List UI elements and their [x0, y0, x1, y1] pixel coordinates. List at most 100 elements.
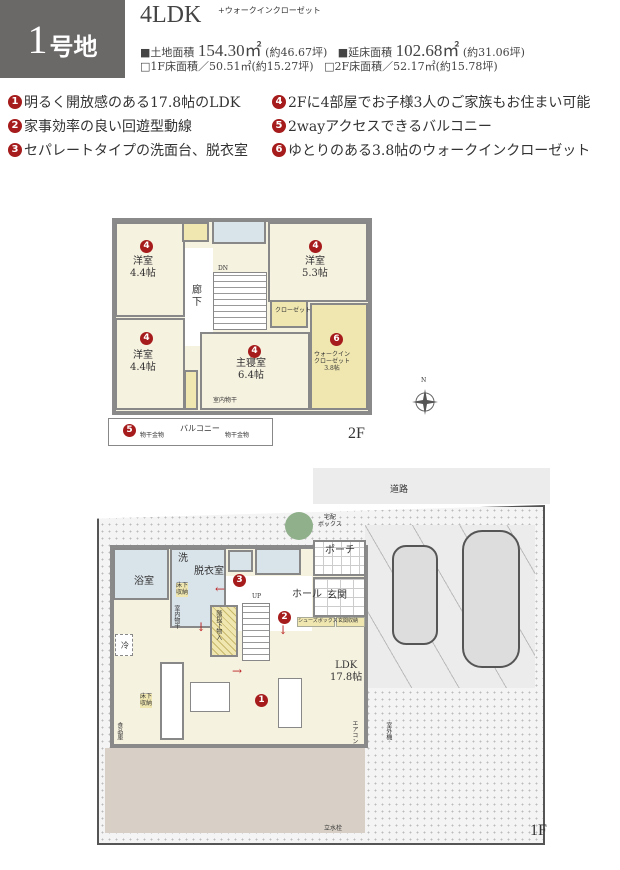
- porch: [313, 540, 366, 576]
- flow-arrow-icon: ↓: [196, 620, 207, 634]
- mark-2: 2: [278, 611, 291, 624]
- floor-area-row: □1F床面積／50.51㎡(約15.27坪) □2F床面積／52.17㎡(約15…: [140, 58, 498, 74]
- closet-nw: [182, 222, 209, 242]
- flow-arrow-icon: ↓: [278, 623, 289, 637]
- entrance-storage-label: 玄関収納: [338, 618, 359, 624]
- washstand: [228, 550, 253, 572]
- layout-extra: +ウォークインクローゼット: [218, 6, 321, 15]
- feature-text: 2Fに4部屋でお子様3人のご家族もお住まい可能: [288, 95, 591, 111]
- wic-label: ウォークイン クローゼット 3.8帖: [314, 351, 351, 372]
- closet-ne: [270, 300, 308, 328]
- floor-area-tsubo: (約31.06坪): [462, 46, 525, 59]
- area-row: ■土地面積 154.30㎡ (約46.67坪) ■延床面積 102.68㎡ (約…: [140, 36, 525, 61]
- under-stairs-label: 階段下物入: [214, 610, 222, 640]
- shoe-box: [297, 617, 335, 627]
- floor-area-value: 102.68㎡: [395, 41, 460, 60]
- road: [313, 468, 550, 504]
- kitchen-counter: [160, 662, 184, 740]
- mark-1: 1: [255, 694, 268, 707]
- compass-rose-icon: [412, 389, 438, 415]
- feature-number: 3: [8, 143, 22, 157]
- mark-5: 5: [123, 424, 136, 437]
- walk-in-closet: [310, 303, 368, 410]
- tree-icon: [285, 512, 313, 540]
- mark-6: 6: [330, 333, 343, 346]
- feature-text: 2wayアクセスできるバルコニー: [288, 119, 492, 135]
- up-label: UP: [252, 593, 262, 600]
- dn-label: DN: [218, 265, 229, 272]
- road-label: 道路: [390, 485, 409, 495]
- pantry-label: 食品庫: [115, 722, 123, 740]
- room-nw: [115, 222, 185, 317]
- fridge-label: 冷: [121, 641, 129, 650]
- land-area-tsubo: (約46.67坪): [265, 46, 328, 59]
- stairs-1f: [242, 603, 270, 661]
- car-icon: [392, 545, 438, 645]
- feature-number: 5: [272, 119, 286, 133]
- layout-title: 4LDK: [140, 2, 202, 28]
- floor2-label: 2F: [348, 425, 365, 442]
- mark-4: 4: [140, 240, 153, 253]
- dining-table: [190, 682, 230, 712]
- flow-arrow-icon: →: [232, 664, 243, 678]
- underfloor-label-2: 床下 収納: [140, 693, 153, 708]
- room-sw-label: 洋室 4.4帖: [130, 350, 156, 373]
- feature-text: 家事効率の良い回遊型動線: [24, 119, 192, 135]
- dressing-label: 脱衣室: [194, 566, 224, 577]
- mark-4: 4: [309, 240, 322, 253]
- flow-arrow-icon: ←: [215, 582, 226, 596]
- feature-number: 2: [8, 119, 22, 133]
- feature-number: 4: [272, 95, 286, 109]
- toilet-1f: [255, 548, 301, 575]
- underfloor-label: 床下 収納: [176, 582, 189, 597]
- aircon-label: エアコン: [350, 720, 358, 744]
- f2-area: □2F床面積／52.17㎡(約15.78坪): [324, 60, 498, 73]
- room-ne: [268, 222, 368, 302]
- closet-sw: [184, 370, 198, 410]
- mark-3: 3: [233, 574, 246, 587]
- bathroom: [113, 548, 169, 600]
- fridge: [115, 634, 133, 656]
- feature-number: 1: [8, 95, 22, 109]
- floor-area-label: ■延床面積: [337, 46, 393, 59]
- porch-label: ポーチ: [325, 545, 355, 556]
- dry-hw-1: 物干金物: [140, 432, 165, 439]
- room-ne-label: 洋室 5.3帖: [302, 256, 328, 279]
- corridor-label: 廊 下: [192, 285, 202, 308]
- master-label: 主寝室 6.4帖: [236, 358, 266, 381]
- room-nw-label: 洋室 4.4帖: [130, 256, 156, 279]
- ldk-label: LDK 17.8帖: [330, 660, 363, 683]
- stairs-2f: [213, 272, 267, 330]
- wash-label: 洗: [178, 553, 188, 564]
- mark-4: 4: [248, 345, 261, 358]
- mark-4: 4: [140, 332, 153, 345]
- feature-text: セパレートタイプの洗面台、脱衣室: [24, 143, 248, 159]
- f1-area: □1F床面積／50.51㎡(約15.27坪): [140, 60, 314, 73]
- entrance-label: 玄関: [327, 590, 347, 601]
- car-icon: [462, 530, 520, 668]
- compass-label: N: [421, 377, 427, 384]
- closet-label: クローゼット: [275, 307, 312, 314]
- corridor: [185, 248, 213, 346]
- shoe-box-label: シューズボックス: [298, 618, 338, 624]
- entrance-storage: [336, 617, 365, 627]
- compass: N: [410, 377, 440, 418]
- feature-number: 6: [272, 143, 286, 157]
- hall-label: ホール: [292, 589, 322, 600]
- lot-number: 1: [27, 16, 48, 62]
- land-area-value: 154.30㎡: [197, 41, 262, 60]
- yard: [105, 748, 365, 833]
- indoor-dry-label-1f: 室内物干: [172, 605, 180, 629]
- dry-hw-2: 物干金物: [225, 432, 250, 439]
- under-stairs-storage: [210, 605, 238, 657]
- toilet-2f: [212, 220, 266, 244]
- sofa: [278, 678, 302, 728]
- land-area-label: ■土地面積: [140, 46, 195, 59]
- balcony-label: バルコニー: [180, 424, 220, 433]
